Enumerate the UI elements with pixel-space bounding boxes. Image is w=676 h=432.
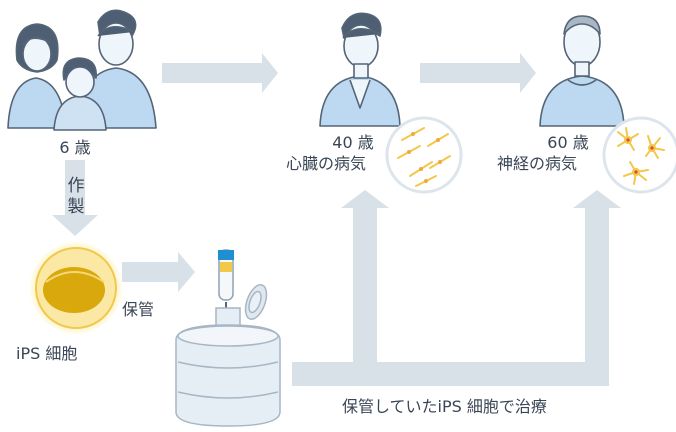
storage-label: 保管	[122, 300, 155, 319]
disease-60-label: 神経の病気	[497, 154, 578, 173]
elderly-man-icon	[539, 15, 625, 127]
ips-cell-label: iPS 細胞	[16, 344, 78, 363]
cardiomyocyte-cells-icon	[385, 116, 463, 194]
arrow-family-to-40	[162, 53, 278, 93]
ips-cell-icon	[30, 242, 122, 334]
neuron-cells-icon	[602, 116, 676, 194]
age-child-label: 6 歳	[59, 138, 91, 157]
age-40-label: 40 歳	[332, 133, 374, 152]
arrow-40-to-60	[420, 53, 536, 93]
disease-40-label: 心臓の病気	[286, 154, 367, 173]
arrow-treatment	[292, 190, 621, 386]
arrow-ips-to-storage	[122, 252, 195, 292]
adult-man-icon	[319, 12, 401, 127]
flow-arrows	[52, 53, 621, 386]
age-60-label: 60 歳	[547, 133, 589, 152]
arrow-make-ips	[52, 160, 98, 236]
liquid-nitrogen-tank-icon	[175, 284, 281, 427]
make-label-2: 製	[67, 197, 85, 217]
family-of-three-icon	[7, 9, 157, 131]
treatment-label: 保管していたiPS 細胞で治療	[342, 397, 547, 416]
make-label-1: 作	[67, 176, 85, 196]
